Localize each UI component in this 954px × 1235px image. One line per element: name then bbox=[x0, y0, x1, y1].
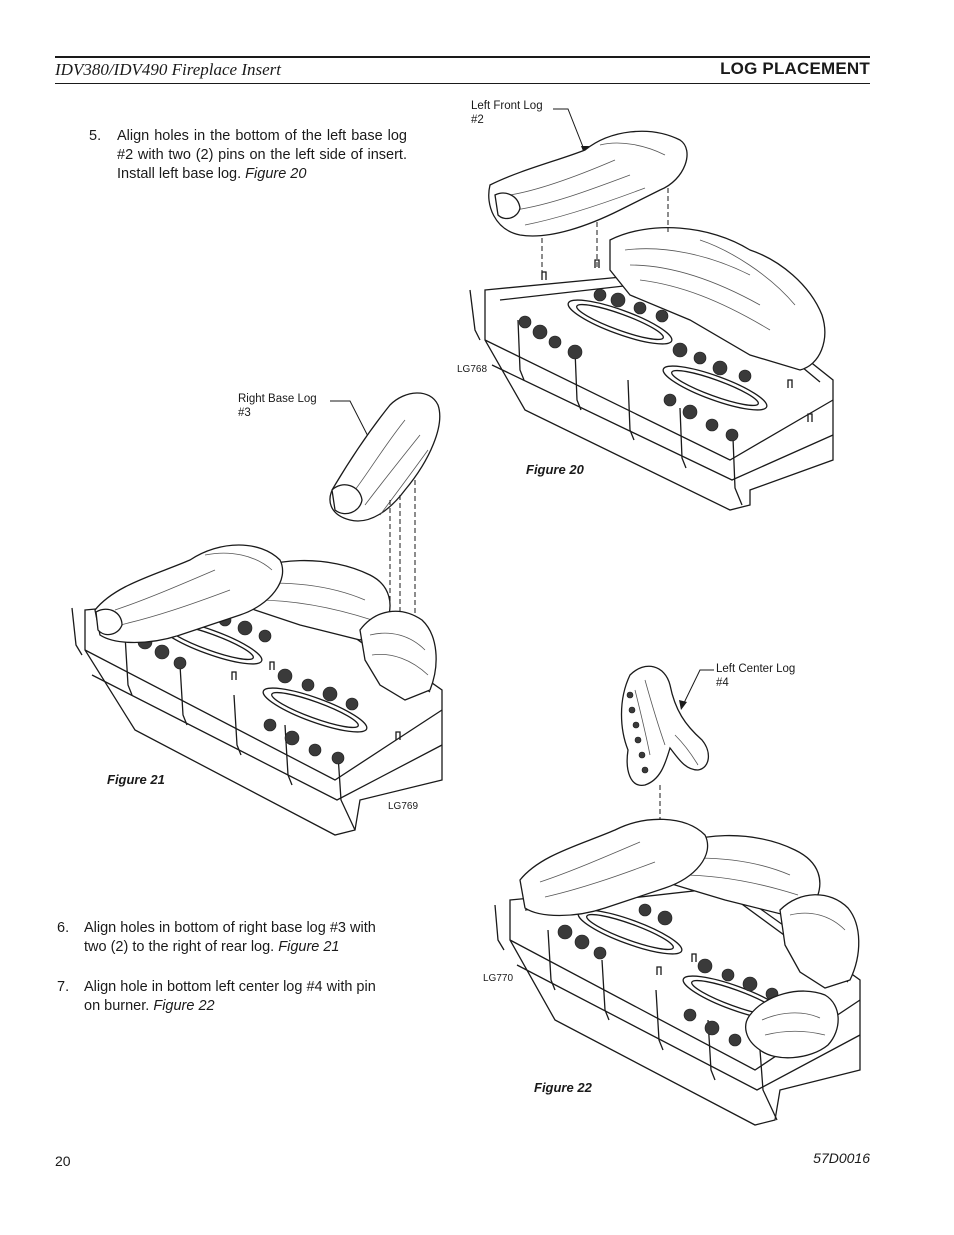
document-title: IDV380/IDV490 Fireplace Insert bbox=[55, 60, 281, 79]
figure-22-code: LG770 bbox=[483, 973, 514, 984]
step-6: 6. Align holes in bottom of right base l… bbox=[57, 919, 377, 957]
figure-20-code: LG768 bbox=[457, 364, 488, 375]
figure-reference: Figure 22 bbox=[153, 998, 215, 1014]
header-rule-bottom bbox=[55, 83, 870, 84]
step-number: 7. bbox=[57, 979, 70, 995]
document-number: 57D0016 bbox=[813, 1150, 870, 1166]
step-number: 6. bbox=[57, 920, 70, 936]
page-number: 20 bbox=[55, 1153, 71, 1169]
step-text: Align holes in bottom of right base log … bbox=[84, 920, 376, 955]
callout-right-base-log: Right Base Log #3 bbox=[238, 393, 317, 419]
figure-22-caption: Figure 22 bbox=[534, 1080, 592, 1095]
step-5: 5. Align holes in the bottom of the left… bbox=[89, 127, 407, 184]
figure-20-illustration bbox=[469, 108, 834, 511]
figure-21-illustration bbox=[71, 392, 443, 836]
figure-reference: Figure 21 bbox=[278, 939, 340, 955]
section-title: LOG PLACEMENT bbox=[720, 59, 870, 78]
figure-20-caption: Figure 20 bbox=[526, 462, 584, 477]
callout-left-center-log: Left Center Log #4 bbox=[716, 663, 796, 689]
figure-21-caption: Figure 21 bbox=[107, 772, 165, 787]
figure-22-illustration bbox=[494, 665, 861, 1126]
step-number: 5. bbox=[89, 128, 102, 144]
step-7: 7. Align hole in bottom left center log … bbox=[57, 978, 377, 1016]
header-rule-top bbox=[55, 56, 870, 58]
figure-reference: Figure 20 bbox=[245, 166, 307, 182]
step-text: Align hole in bottom left center log #4 … bbox=[84, 979, 376, 1014]
callout-left-front-log: Left Front Log #2 bbox=[471, 100, 543, 126]
step-text: Align holes in the bottom of the left ba… bbox=[117, 128, 407, 182]
figure-21-code: LG769 bbox=[388, 801, 419, 812]
